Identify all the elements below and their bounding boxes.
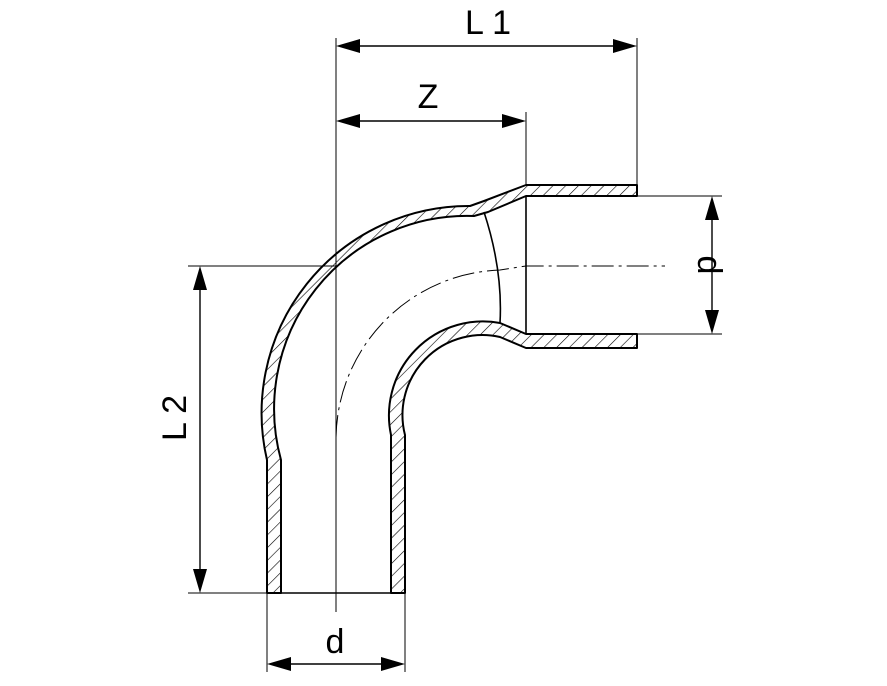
label-d-right: d [690, 256, 728, 275]
center-line [335, 265, 665, 612]
dimension-l2: L 2 [156, 266, 207, 593]
label-z: Z [418, 78, 439, 116]
inner-wall [388, 320, 638, 594]
dimension-d-bottom: d [267, 623, 405, 671]
label-l1: L 1 [465, 4, 511, 42]
label-d-bottom: d [326, 623, 345, 661]
dimension-z: Z [336, 78, 526, 128]
outer-wall [260, 184, 638, 594]
label-l2: L 2 [156, 395, 194, 441]
socket-edges [281, 196, 527, 594]
extension-lines [188, 38, 722, 672]
dimension-l1: L 1 [336, 4, 637, 53]
dimension-d-right: d [690, 196, 728, 334]
